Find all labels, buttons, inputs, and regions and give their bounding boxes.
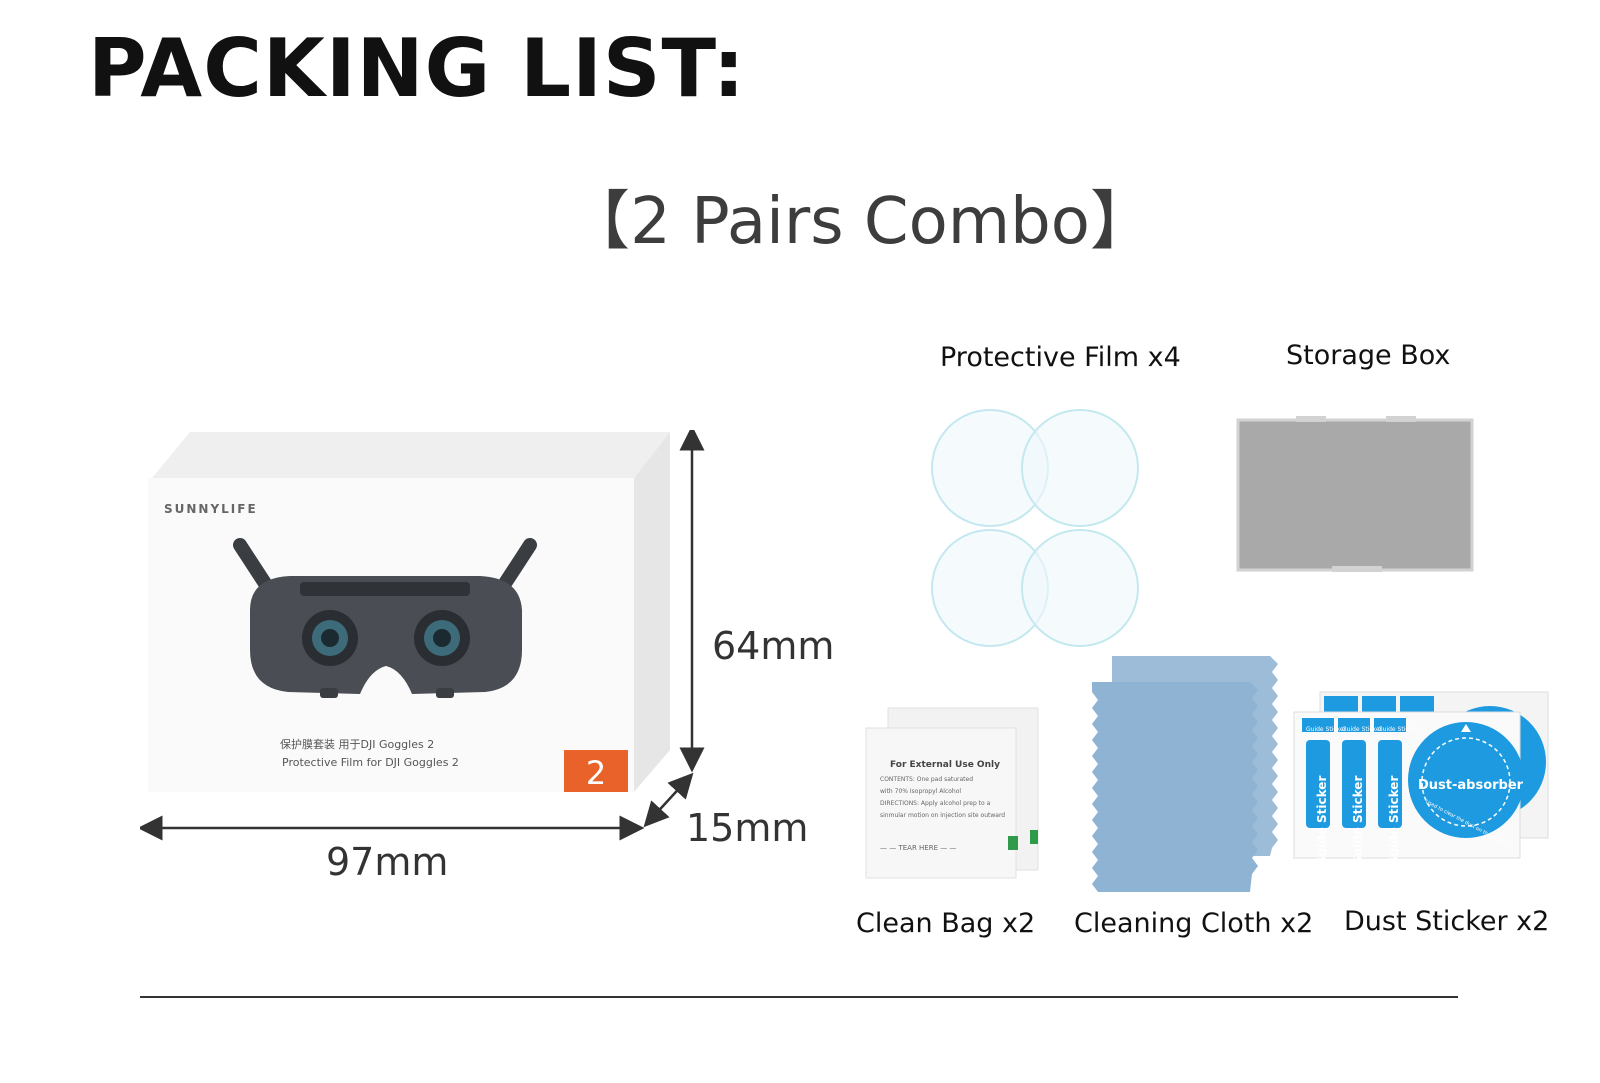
- box-cn-text: 保护膜套装 用于DJI Goggles 2: [280, 738, 435, 751]
- clean-bag-line4: sinmular motion on injection site outwar…: [880, 812, 1006, 819]
- bottom-divider: [140, 996, 1458, 998]
- storage-box-image: [1236, 416, 1474, 572]
- box-top-face: [152, 432, 670, 478]
- box-en-text: Protective Film for DJI Goggles 2: [282, 756, 459, 769]
- clean-bag-label: Clean Bag x2: [856, 908, 1036, 939]
- dust-guide-sticker-3: Guide Sticker: [1387, 775, 1401, 867]
- cleaning-cloth-image: [1092, 656, 1278, 892]
- width-label: 97mm: [326, 840, 449, 884]
- protective-film-image: [931, 409, 1139, 647]
- package-box: [148, 432, 670, 792]
- quantity-badge-bg: [564, 750, 628, 792]
- cleaning-cloth-label: Cleaning Cloth x2: [1074, 908, 1314, 939]
- dimension-arrows: [140, 430, 705, 841]
- page-title: PACKING LIST:: [88, 22, 746, 115]
- dust-guide-small-1: Guide Sticker: [1306, 726, 1347, 733]
- goggles-image: [233, 538, 537, 698]
- dust-guide-small-2: Guide Sticker: [1342, 726, 1383, 733]
- clean-bag-tear: — — TEAR HERE — —: [880, 844, 957, 852]
- clean-bag-line2: with 70% Isopropyl Alcohol: [880, 788, 962, 795]
- clean-bag-heading: For External Use Only: [890, 760, 1000, 770]
- dust-guide-small-3: Guide Sticker: [1378, 726, 1419, 733]
- film-label: Protective Film x4: [940, 342, 1181, 373]
- depth-label: 15mm: [686, 806, 809, 850]
- clean-bag-image: [865, 707, 1039, 879]
- height-label: 64mm: [712, 624, 835, 668]
- combo-subtitle: 【2 Pairs Combo】: [566, 185, 1154, 259]
- brand-logo: SUNNYLIFE: [164, 502, 258, 516]
- clean-bag-line3: DIRECTIONS: Apply alcohol prep to a: [880, 800, 991, 807]
- clean-bag-line1: CONTENTS: One pad saturated: [880, 776, 974, 783]
- dust-sticker-label: Dust Sticker x2: [1344, 906, 1550, 937]
- box-side-face: [634, 432, 670, 792]
- dust-sticker-image: [1293, 691, 1549, 859]
- quantity-badge: 2: [585, 754, 607, 792]
- storage-label: Storage Box: [1286, 340, 1451, 371]
- depth-arrow: [643, 772, 694, 828]
- dust-absorber-text: Dust-absorber: [1418, 778, 1524, 793]
- dust-guide-sticker-2: Guide Sticker: [1351, 775, 1365, 867]
- dust-guide-sticker-1: Guide Sticker: [1315, 775, 1329, 867]
